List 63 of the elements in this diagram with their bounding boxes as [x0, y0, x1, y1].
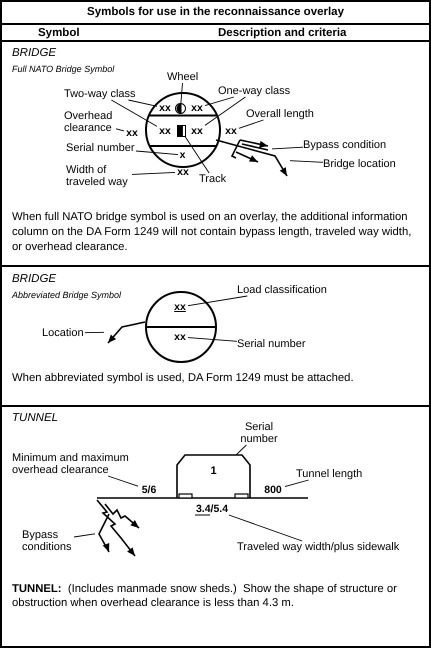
leader-line [136, 150, 178, 156]
section-heading: BRIDGE [12, 273, 56, 285]
leader-line [74, 533, 96, 538]
callout-label: Serial number [66, 142, 136, 154]
placeholder-value: xx [189, 125, 205, 137]
section-heading: BRIDGE [12, 47, 56, 59]
placeholder-value: xx [124, 127, 140, 139]
leader-line [290, 160, 324, 163]
leader-line [228, 514, 303, 542]
leader-line [180, 82, 183, 104]
placeholder-value: xx [172, 331, 188, 343]
callout-label: Wheel [167, 71, 199, 83]
clearance-value: 5/6 [138, 484, 160, 496]
leader-line [236, 444, 247, 456]
placeholder-value: x [178, 149, 187, 161]
callout-label: Track [199, 173, 227, 185]
section-heading: TUNNEL [12, 412, 58, 424]
track-icon [177, 125, 186, 137]
callout-label: Location [42, 327, 85, 339]
column-header: Symbol [38, 27, 80, 39]
description-text: When abbreviated symbol is used, DA Form 1249 must be attached. [12, 372, 355, 384]
bridge-symbol-circle [145, 291, 217, 363]
callout-label: Tunnel length [296, 468, 364, 480]
description-text: When full NATO bridge symbol is used on an overlay, the additional information column on the DA Form 1249 will not contain bypass length, traveled way width, or overhead clearance. [12, 210, 412, 255]
callout-label: Two-way class [64, 88, 138, 100]
symbol-subtitle: Abbreviated Bridge Symbol [12, 289, 122, 301]
leader-line [272, 146, 304, 150]
callout-label: Bridge location [323, 158, 399, 170]
leader-line [110, 100, 158, 127]
callout-label: Overhead clearance [64, 110, 116, 134]
leader-line [188, 337, 238, 342]
leader-line [116, 128, 124, 132]
leader-line [132, 172, 176, 175]
width-value: 3.4/5.4 [192, 503, 232, 515]
leader-line [188, 296, 248, 306]
callout-label: Bypass conditions [22, 529, 74, 553]
placeholder-value: xx [157, 125, 173, 137]
description-text: TUNNEL: (Includes manmade snow sheds.) Show the shape of structure or obstruction when overhead clearance is less than 4.3 m. [12, 582, 398, 610]
table-title: Symbols for use in the reconnaissance overlay [86, 6, 345, 18]
symbol-subtitle: Full NATO Bridge Symbol [12, 63, 114, 75]
callout-label: Overall length [246, 108, 316, 120]
leader-line [204, 96, 234, 106]
callout-label: Traveled way width/plus sidewalk [237, 541, 401, 553]
callout-label: Width of traveled way [66, 164, 132, 188]
callout-label: Serial number [237, 338, 307, 350]
placeholder-value: xx [223, 125, 239, 137]
leader-line [128, 100, 158, 107]
callout-label: One-way class [218, 85, 290, 97]
callout-label: Serial number [235, 421, 283, 445]
placeholder-value: xx [172, 301, 188, 313]
callout-label: Minimum and maximum overhead clearance [12, 452, 134, 476]
leader-line [284, 480, 310, 488]
callout-label: Bypass condition [303, 139, 389, 151]
placeholder-value: xx [175, 166, 191, 178]
leader-line [238, 120, 264, 129]
leader-line [108, 476, 138, 487]
leader-line [84, 332, 104, 334]
callout-label: Load classification [237, 284, 331, 296]
placeholder-value: xx [189, 102, 205, 114]
column-header: Description and criteria [218, 27, 346, 39]
placeholder-value: xx [157, 102, 173, 114]
leader-line [204, 96, 246, 126]
length-value: 800 [261, 484, 285, 496]
